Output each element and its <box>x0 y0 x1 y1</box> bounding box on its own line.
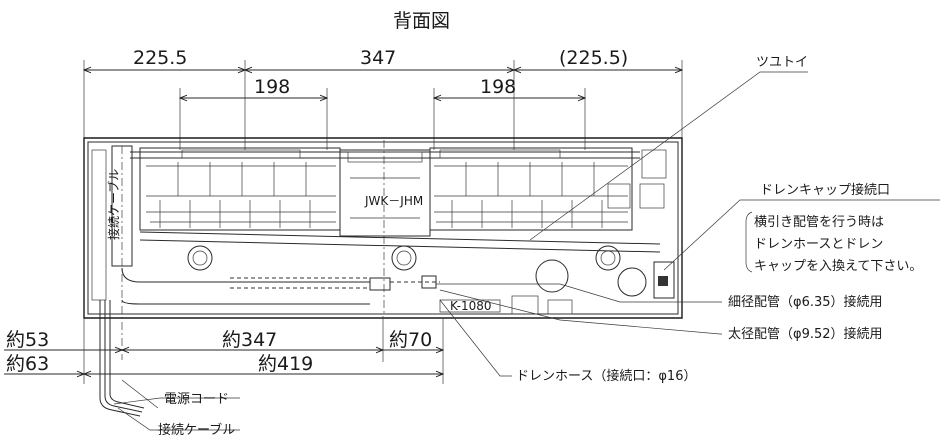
dim-inner-left: 198 <box>254 76 290 98</box>
pipe-bundle: K-1080 <box>121 267 573 315</box>
top-dimension-lines <box>84 60 682 150</box>
dim-top-center: 347 <box>360 47 396 69</box>
note-line-3: キャップを入換えて下さい。 <box>754 259 922 274</box>
left-pipe-column: 接続ケーブル <box>91 145 133 360</box>
label-drain-cap: ドレンキャップ接続口 <box>760 182 890 198</box>
leader-lines <box>113 71 940 431</box>
center-panel: JWK－JHM <box>339 140 431 316</box>
drain-pan <box>139 231 661 297</box>
label-thin-pipe: 細径配管（φ6.35）接続用 <box>728 294 883 310</box>
dim-bottom-419: 約419 <box>258 353 313 375</box>
label-connection-cable: 接続ケーブル <box>158 422 235 438</box>
unit-body: JWK－JHM 接続ケーブル <box>83 137 683 360</box>
dim-bottom-347: 約347 <box>222 329 277 351</box>
label-thick-pipe: 太径配管（φ9.52）接続用 <box>728 326 883 342</box>
svg-text:接続ケーブル: 接続ケーブル <box>106 169 121 240</box>
svg-text:K-1080: K-1080 <box>450 299 491 313</box>
dim-bottom-53: 約53 <box>6 329 49 351</box>
dim-top-right: (225.5) <box>559 47 628 69</box>
dim-bottom-70: 約70 <box>389 329 432 351</box>
exit-cables <box>99 300 159 417</box>
label-tsutoi: ツユトイ <box>756 55 808 70</box>
right-slot-panel <box>429 147 665 231</box>
right-connector <box>641 149 675 299</box>
dim-inner-right: 198 <box>480 76 516 98</box>
note-line-1: 横引き配管を行う時は <box>754 215 884 230</box>
bottom-dimension-lines <box>4 316 443 384</box>
dim-top-left: 225.5 <box>133 47 187 69</box>
svg-text:JWK－JHM: JWK－JHM <box>364 194 423 208</box>
label-drain-hose: ドレンホース（接続口：φ16） <box>516 368 696 384</box>
label-power-cord: 電源コード <box>164 392 229 407</box>
dim-bottom-63: 約63 <box>6 353 49 375</box>
note-line-2: ドレンホースとドレン <box>754 237 883 252</box>
drawing-title: 背面図 <box>393 10 450 32</box>
left-slot-panel <box>139 147 341 231</box>
